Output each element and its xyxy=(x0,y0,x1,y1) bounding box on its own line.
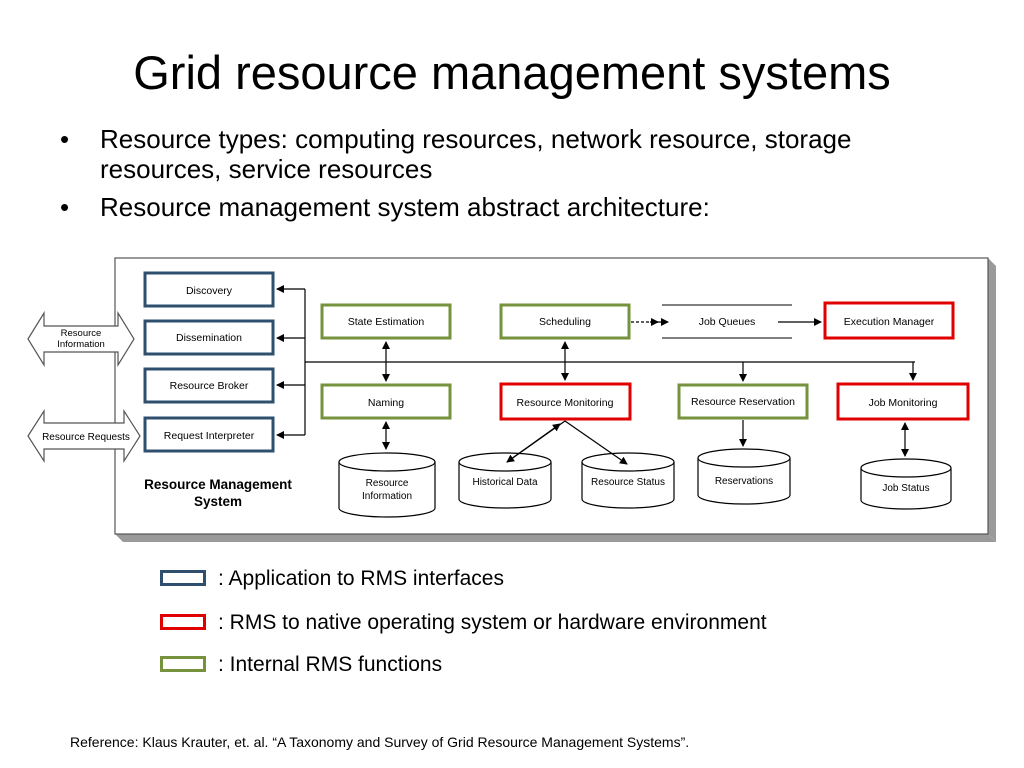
resource-requests-arrow: Resource Requests xyxy=(27,408,141,464)
resource-information-db: Resource Information xyxy=(338,452,436,518)
job-monitoring-box: Job Monitoring xyxy=(836,382,970,421)
svg-text:Request Interpreter: Request Interpreter xyxy=(164,430,255,442)
job-status-db: Job Status xyxy=(860,458,952,510)
bullet-dot-icon: • xyxy=(60,124,70,154)
bullet-item: • Resource types: computing resources, ne… xyxy=(60,124,960,184)
resource-reservation-box: Resource Reservation xyxy=(677,383,809,420)
discovery-box: Discovery xyxy=(143,271,275,308)
bullet-dot-icon: • xyxy=(60,192,70,222)
resource-broker-box: Resource Broker xyxy=(143,367,275,404)
svg-text:State Estimation: State Estimation xyxy=(348,316,425,328)
legend-label: : Application to RMS interfaces xyxy=(218,567,504,590)
bullet-item: • Resource management system abstract arc… xyxy=(60,192,960,222)
svg-text:Resource Requests: Resource Requests xyxy=(42,432,130,443)
svg-text:Scheduling: Scheduling xyxy=(539,316,591,328)
legend-green-swatch-icon xyxy=(160,656,206,672)
scheduling-box: Scheduling xyxy=(499,303,631,340)
svg-text:Job Monitoring: Job Monitoring xyxy=(869,397,938,409)
svg-text:Resource Status: Resource Status xyxy=(591,477,665,488)
legend-label: : RMS to native operating system or hard… xyxy=(218,611,767,634)
svg-text:Naming: Naming xyxy=(368,397,404,409)
svg-text:Resource: Resource xyxy=(366,478,409,489)
execution-manager-box: Execution Manager xyxy=(823,301,955,340)
bullet-text: Resource management system abstract arch… xyxy=(100,192,710,222)
historical-data-db: Historical Data xyxy=(458,452,552,509)
reference-text: Reference: Klaus Krauter, et. al. “A Tax… xyxy=(70,734,690,750)
svg-text:Reservations: Reservations xyxy=(715,476,773,487)
interface-connectors xyxy=(276,285,915,439)
job-queues-box: Job Queues xyxy=(662,304,792,339)
resource-monitoring-box: Resource Monitoring xyxy=(499,382,632,421)
legend-red-swatch-icon xyxy=(160,614,206,630)
svg-text:Resource Broker: Resource Broker xyxy=(170,380,249,392)
svg-text:Information: Information xyxy=(362,491,412,502)
bullet-list: • Resource types: computing resources, ne… xyxy=(60,124,960,230)
svg-text:Resource: Resource xyxy=(61,328,102,339)
svg-text:Discovery: Discovery xyxy=(186,285,233,297)
legend-label: : Internal RMS functions xyxy=(218,653,443,676)
state-estimation-box: State Estimation xyxy=(320,303,452,340)
svg-text:Job Queues: Job Queues xyxy=(699,316,756,328)
request-interpreter-box: Request Interpreter xyxy=(143,416,275,453)
svg-text:Job Status: Job Status xyxy=(882,483,929,494)
svg-text:Information: Information xyxy=(57,339,105,350)
vertical-connectors xyxy=(382,341,917,382)
svg-text:Resource Reservation: Resource Reservation xyxy=(691,396,795,408)
naming-box: Naming xyxy=(320,383,452,420)
bullet-text: Resource types: computing resources, net… xyxy=(100,124,852,184)
resource-information-arrow: Resource Information xyxy=(27,310,135,368)
legend-blue-swatch-icon xyxy=(160,570,206,586)
svg-text:Dissemination: Dissemination xyxy=(176,332,242,344)
reservations-db: Reservations xyxy=(697,448,791,505)
store-connectors xyxy=(382,420,909,465)
svg-text:Resource Monitoring: Resource Monitoring xyxy=(517,397,614,409)
slide-title: Grid resource management systems xyxy=(133,46,891,99)
svg-text:Historical Data: Historical Data xyxy=(472,477,537,488)
resource-status-db: Resource Status xyxy=(581,452,675,509)
svg-text:Execution Manager: Execution Manager xyxy=(844,316,935,328)
dissemination-box: Dissemination xyxy=(143,319,275,356)
